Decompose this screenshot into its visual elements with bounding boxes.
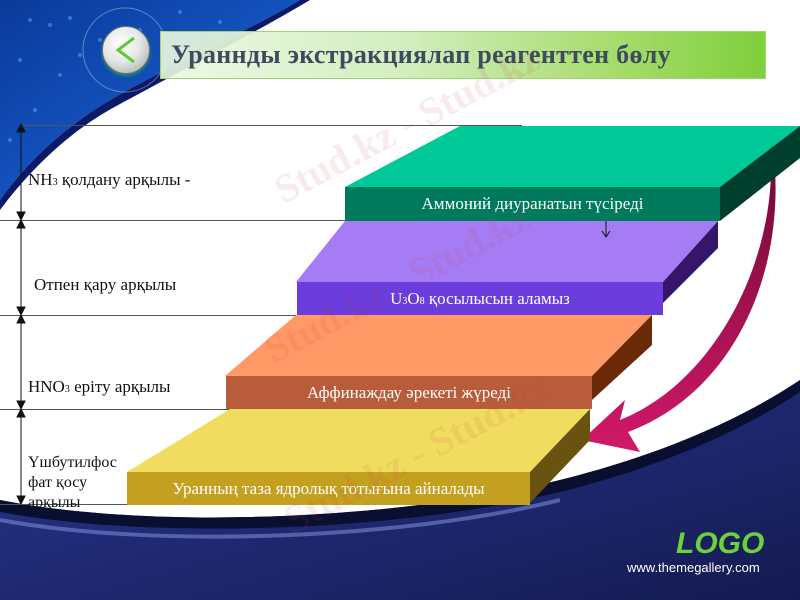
back-button[interactable] <box>102 26 150 74</box>
step-2-u3o8: U3O8 қосылысын аламыз <box>297 282 663 315</box>
slide-title: Ураннды экстракциялап реагенттен бөлу <box>171 40 671 69</box>
label-nh3: NH3 қолдану арқылы - <box>28 170 191 189</box>
website-url[interactable]: www.themegallery.com <box>627 560 760 575</box>
divider-line-1 <box>0 220 350 221</box>
step-4-pure-oxide: Уранның таза ядролық тотығына айналады <box>127 472 530 505</box>
step-1-ammonium-diuranate: Аммоний диуранатын түсіреді <box>345 187 720 221</box>
divider-line-3 <box>0 409 230 410</box>
title-bar: Ураннды экстракциялап реагенттен бөлу <box>160 31 766 79</box>
chevron-left-icon <box>115 36 135 64</box>
divider-line-4 <box>0 504 130 505</box>
logo: LOGO <box>676 527 765 560</box>
divider-line-top <box>20 125 522 126</box>
divider-line-2 <box>0 315 300 316</box>
dimension-arrows <box>16 122 26 506</box>
label-calcination: Отпен қару арқылы <box>34 275 177 294</box>
label-hno3: HNO3 еріту арқылы <box>28 377 171 396</box>
step-3-refining: Аффинаждау әрекеті жүреді <box>226 376 592 409</box>
label-tbp: Үшбутилфос фат қосу арқылы <box>28 454 117 511</box>
